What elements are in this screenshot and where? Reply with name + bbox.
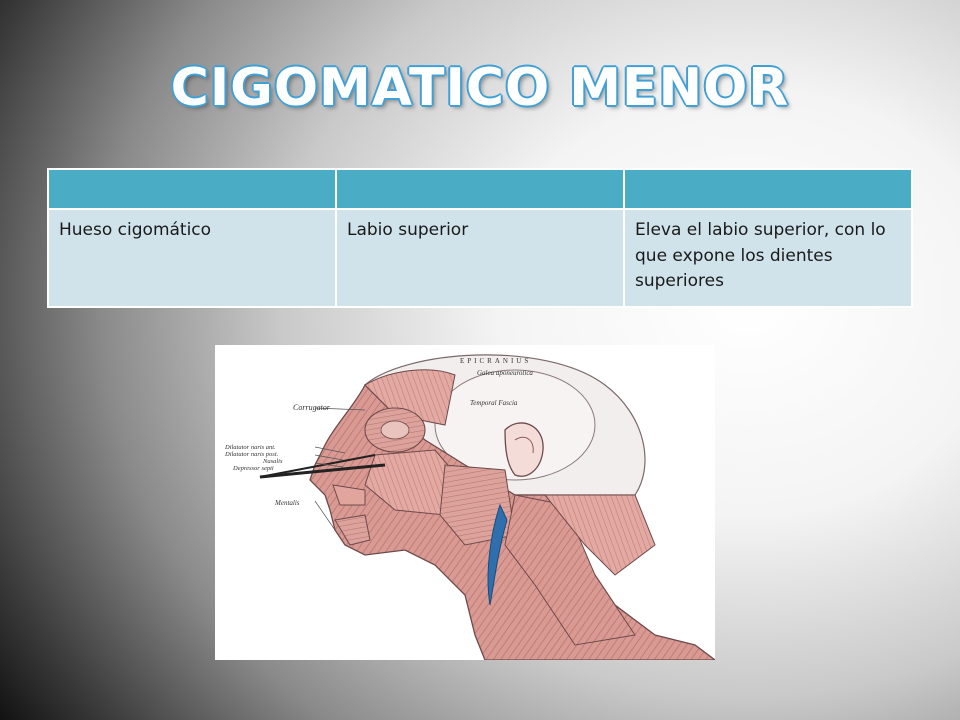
table-header-cell — [623, 168, 913, 210]
label-depressor: Depressor septi — [232, 465, 274, 472]
label-epicranius: EPICRANIUS — [460, 357, 531, 365]
head-neck-muscles-icon: Corrugator Dilatator naris ant. Dilatato… — [224, 354, 715, 660]
label-temporal: Temporal Fascia — [470, 399, 518, 407]
origin-cell: Hueso cigomático — [47, 208, 337, 308]
table-header-cell — [47, 168, 337, 210]
label-dilatator-ant: Dilatator naris ant. — [224, 444, 276, 451]
label-dilatator-post: Dilatator naris post. — [224, 451, 279, 458]
table-header-cell — [335, 168, 625, 210]
insertion-cell: Labio superior — [335, 208, 625, 308]
label-corrugator: Corrugator — [293, 403, 331, 412]
table-header-row — [47, 168, 913, 210]
label-nasalis: Nasalis — [262, 458, 283, 465]
label-galea: Galea aponeurotica — [477, 369, 533, 377]
anatomy-illustration: Corrugator Dilatator naris ant. Dilatato… — [215, 345, 715, 660]
table-row: Hueso cigomático Labio superior Eleva el… — [47, 208, 913, 308]
label-mentalis: Mentalis — [274, 499, 300, 507]
action-cell: Eleva el labio superior, con lo que expo… — [623, 208, 913, 308]
muscle-table: Hueso cigomático Labio superior Eleva el… — [47, 168, 913, 308]
slide-title: CIGOMATICO MENOR — [170, 58, 790, 118]
